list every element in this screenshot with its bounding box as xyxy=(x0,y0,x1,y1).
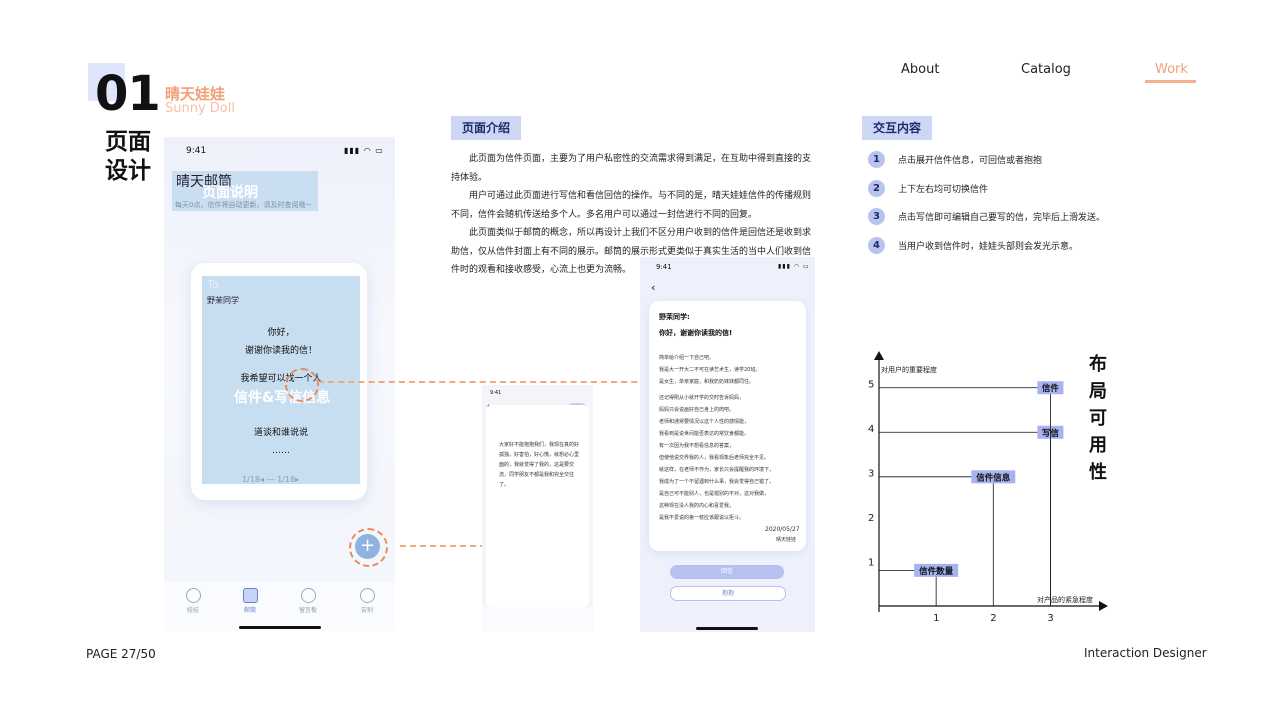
y-tick-label: 3 xyxy=(868,468,874,479)
section-number: 01 xyxy=(95,66,161,122)
y-axis-arrow xyxy=(874,351,884,360)
data-point-label: 信件 xyxy=(1042,383,1060,394)
letter-date: 2020/05/27 xyxy=(765,526,800,533)
write-letter-text[interactable]: 大家好不能抱抱我们，我现在真的好孤独，好害怕，好心慌，就想必心里面的，我就觉得了… xyxy=(499,442,580,488)
tab-doll[interactable]: 娃娃 xyxy=(173,588,213,614)
section-title: 页面设计 xyxy=(105,129,151,184)
home-indicator xyxy=(239,626,321,629)
step-number: 3 xyxy=(868,208,885,225)
step-number: 4 xyxy=(868,237,885,254)
step-number: 2 xyxy=(868,180,885,197)
mailbox-screen: 9:41 ▮▮▮ ◠ ▭ 晴天邮筒 页面说明 每天0点，信件将自动更新，请及时查… xyxy=(164,137,395,631)
letter-preview: 你好， 谢谢你读我的信！ 我希望可以找一个人 道谈和谁说说 …… xyxy=(202,324,360,460)
letter-body: 简单给介绍一下自己吧。 我是大一开大二不可在读艺术生，读学20班。 是女生，单亲… xyxy=(659,355,775,521)
write-button-highlight xyxy=(349,528,388,567)
letter-detail-card xyxy=(649,301,806,551)
data-point-label: 信件信息 xyxy=(976,472,1011,483)
nav-active-underline xyxy=(1145,80,1196,83)
home-indicator xyxy=(696,627,758,630)
user-icon xyxy=(359,588,375,603)
letter-line: 谢谢你读我的信！ xyxy=(244,346,317,356)
tab-bar xyxy=(482,607,593,632)
mailbox-header xyxy=(172,171,318,211)
y-tick-label: 1 xyxy=(868,557,874,568)
y-tick-label: 4 xyxy=(868,424,874,435)
letter-recipient: 野茉同学 xyxy=(207,296,239,305)
write-letter-button[interactable]: + xyxy=(355,534,380,559)
letter-line: 你好， xyxy=(267,328,295,338)
page-number: PAGE 27/50 xyxy=(86,647,156,661)
tab-mailbox[interactable]: 邮筒 xyxy=(230,588,270,614)
chart-title: 布局可用性 xyxy=(1089,354,1107,483)
letter-greeting-line: 你好，谢谢你读我的信! xyxy=(659,329,733,337)
interaction-label: 交互内容 xyxy=(862,116,933,140)
hug-button[interactable]: 抱抱 xyxy=(670,586,786,601)
letter-cover[interactable] xyxy=(202,276,360,484)
write-letter-screen: 9:41 ‹ 发送 大家好不能抱抱我们，我现在真的好孤独，好害怕，好心慌，就想必… xyxy=(482,385,593,632)
status-icons: ▮▮▮ ◠ ▭ xyxy=(344,146,384,155)
data-point-label: 信件数量 xyxy=(919,566,954,577)
letter-date-range: 1/18◂ — 1/18▸ xyxy=(242,475,300,484)
data-point-box xyxy=(914,563,959,577)
x-tick-label: 3 xyxy=(1047,613,1053,624)
letter-detail-screen: 9:41 ▮▮▮ ◠ ▭ ‹ 野茉同学: 你好，谢谢你读我的信! 简单给介绍一下… xyxy=(640,257,815,632)
intro-label: 页面介绍 xyxy=(451,116,522,140)
letter-greeting: 野茉同学: xyxy=(659,313,690,321)
connector-write xyxy=(400,545,556,547)
status-time: 9:41 xyxy=(490,390,502,396)
nav-catalog[interactable]: Catalog xyxy=(1021,62,1071,77)
page-description-overlay: 页面说明 xyxy=(202,185,258,201)
intro-text: 此页面为信件页面，主要为了用户私密性的交流需求得到满足，在互助中得到直接的支持体… xyxy=(451,150,816,280)
mailbox-subtitle: 每天0点，信件将自动更新，请及时查阅哦~ xyxy=(175,201,312,209)
x-tick-label: 2 xyxy=(990,613,996,624)
role-label: Interaction Designer xyxy=(1084,646,1207,660)
status-time: 9:41 xyxy=(656,263,672,271)
letter-line: …… xyxy=(272,446,290,456)
step-text: 当用户收到信件时，娃娃头部则会发光示意。 xyxy=(898,242,1079,252)
data-point-box xyxy=(971,470,1016,484)
letter-line: 我希望可以找一个人 xyxy=(240,374,322,384)
letter-line xyxy=(202,360,360,370)
step-text: 上下左右均可切换信件 xyxy=(898,185,989,195)
step-number: 1 xyxy=(868,151,885,168)
status-icons: ▮▮▮ ◠ ▭ xyxy=(778,263,810,270)
brand-name-en: Sunny Doll xyxy=(165,101,235,116)
x-tick-label: 1 xyxy=(933,613,939,624)
mailbox-title: 晴天邮筒 xyxy=(176,174,232,190)
data-point-box xyxy=(1037,381,1064,395)
tab-farewell[interactable]: 告别 xyxy=(347,588,387,614)
step-text: 点击展开信件信息，可回信或者抱抱 xyxy=(898,156,1043,166)
connector-letter xyxy=(318,381,708,383)
brand-name-zh: 晴天娃娃 xyxy=(165,85,226,103)
tab-message-board[interactable]: 留言板 xyxy=(288,588,328,614)
letter-signature: 晴天娃娃 xyxy=(776,537,797,543)
intro-paragraph: 此页面为信件页面，主要为了用户私密性的交流需求得到满足，在互助中得到直接的支持体… xyxy=(451,154,812,183)
doll-icon xyxy=(185,588,201,603)
intro-paragraph: 用户可通过此页面进行写信和看信回信的操作。与不同的是，晴天娃娃信件的传播规则不同… xyxy=(451,191,812,220)
nav-work[interactable]: Work xyxy=(1155,62,1188,77)
message-icon xyxy=(300,588,316,603)
status-time: 9:41 xyxy=(186,146,207,156)
back-icon[interactable]: ‹ xyxy=(651,281,656,294)
x-axis-label: 对产品的紧急程度 xyxy=(1037,595,1093,604)
write-letter-card[interactable] xyxy=(486,405,589,607)
letter-tap-highlight xyxy=(285,368,319,402)
intro-paragraph: 此页面类似于邮筒的概念，所以再设计上我们不区分用户收到的信件是回信还是收到求助信… xyxy=(451,228,812,275)
letter-line: 道谈和谁说说 xyxy=(253,428,308,438)
y-tick-label: 5 xyxy=(868,379,874,390)
nav-about[interactable]: About xyxy=(901,62,940,77)
number-highlight xyxy=(88,63,125,101)
tab-bar: 娃娃 邮筒 留言板 告别 xyxy=(164,582,395,631)
letter-to: To xyxy=(207,278,219,291)
x-axis-arrow xyxy=(1099,601,1108,611)
mail-icon xyxy=(242,588,258,603)
reply-button[interactable]: 回信 xyxy=(670,565,784,579)
y-tick-label: 2 xyxy=(868,513,874,524)
step-text: 点击写信即可编辑自己要写的信，完毕后上滑发送。 xyxy=(898,213,1106,223)
y-axis-label: 对用户的重要程度 xyxy=(881,365,937,374)
